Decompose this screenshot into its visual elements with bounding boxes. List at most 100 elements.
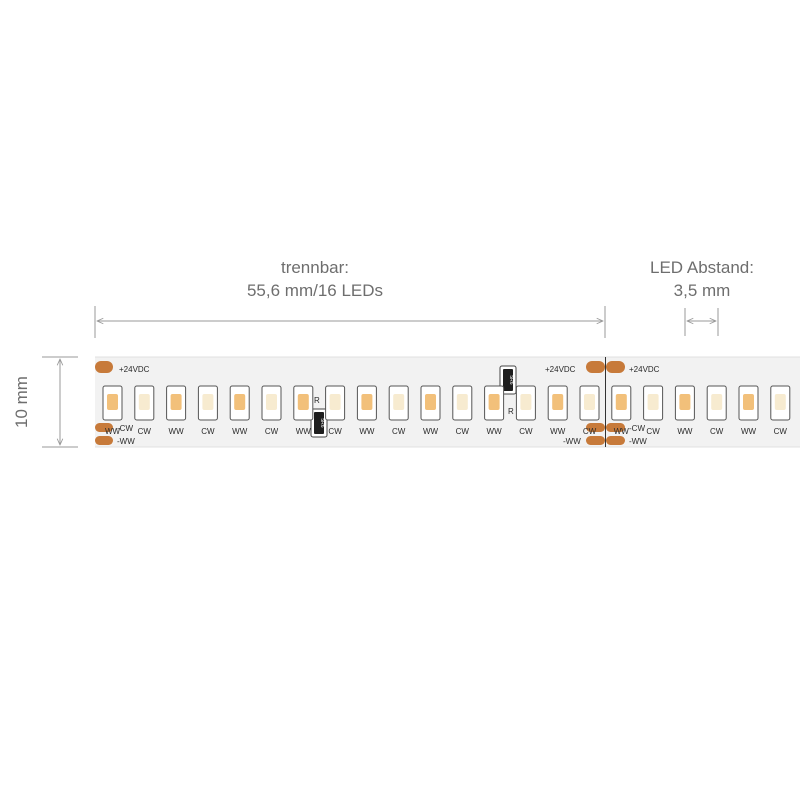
- led-label: WW: [169, 427, 185, 436]
- led-18: CW: [643, 385, 664, 436]
- led-label: CW: [456, 427, 470, 436]
- pcb-label-minus-ww-right: -WW: [629, 437, 647, 446]
- led-label: WW: [423, 427, 439, 436]
- pcb-label-plus-right: +24VDC: [629, 365, 660, 374]
- led-label: WW: [550, 427, 566, 436]
- resistor-mid-body: [503, 369, 513, 391]
- led-chip: [711, 394, 723, 410]
- pad-plus-left: [95, 361, 113, 373]
- solder-pads: [95, 361, 625, 445]
- led-label: CW: [646, 427, 660, 436]
- led-chip: [329, 394, 341, 410]
- led-16: CW: [579, 385, 600, 436]
- led-chip: [488, 394, 500, 410]
- led-label: CW: [392, 427, 406, 436]
- led-1: WW: [102, 385, 123, 436]
- cut-value: 55,6 mm/16 LEDs: [247, 281, 383, 300]
- led-label: CW: [201, 427, 215, 436]
- spacing-dimension: LED Abstand: 3,5 mm: [650, 258, 754, 336]
- resistor-mid: 5R6 R: [499, 365, 517, 416]
- led-label: CW: [138, 427, 152, 436]
- led-label: WW: [359, 427, 375, 436]
- led-12: CW: [452, 385, 473, 436]
- led-13: WW: [484, 385, 505, 436]
- height-label: 10 mm: [12, 376, 31, 428]
- led-9: WW: [356, 385, 377, 436]
- led-chip: [393, 394, 405, 410]
- led-label: CW: [265, 427, 279, 436]
- resistor-left-code: 5R6: [319, 418, 325, 427]
- led-4: CW: [197, 385, 218, 436]
- height-dimension: 10 mm: [12, 356, 78, 448]
- led-label: CW: [710, 427, 724, 436]
- pad-plus-cut-right: [606, 361, 625, 373]
- resistor-left-body: [314, 412, 324, 434]
- pad-ww-cut-left: [586, 436, 605, 445]
- resistor-mid-code: 5R6: [508, 375, 514, 384]
- led-chip: [520, 394, 532, 410]
- pad-cw-cut-right: [606, 423, 625, 432]
- led-label: WW: [105, 427, 121, 436]
- led-chip: [297, 394, 309, 410]
- led-chip: [647, 394, 659, 410]
- led-label: WW: [296, 427, 312, 436]
- led-chip: [743, 394, 754, 410]
- led-label: WW: [677, 427, 693, 436]
- led-chip: [266, 394, 277, 410]
- cut-dimension: trennbar: 55,6 mm/16 LEDs: [94, 258, 606, 338]
- pcb-label-minus-ww-mid: -WW: [563, 437, 581, 446]
- led-15: WW: [547, 385, 568, 436]
- led-chip: [107, 394, 118, 410]
- led-2: CW: [134, 385, 155, 436]
- led-label: WW: [232, 427, 248, 436]
- led-7: WW: [293, 385, 314, 436]
- led-label: WW: [487, 427, 503, 436]
- pad-ww-left: [95, 436, 113, 445]
- led-chip: [170, 394, 182, 410]
- led-chip: [202, 394, 214, 410]
- led-chip: [679, 394, 691, 410]
- led-5: WW: [229, 385, 250, 436]
- cut-label: trennbar:: [281, 258, 349, 277]
- led-label: CW: [774, 427, 788, 436]
- led-chip: [456, 394, 468, 410]
- resistor-left-label: R: [314, 396, 320, 405]
- led-11: WW: [420, 385, 441, 436]
- pad-cw-cut-left: [586, 423, 605, 432]
- led-21: WW: [738, 385, 759, 436]
- led-chip: [584, 394, 595, 410]
- led-chip: [138, 394, 150, 410]
- led-chip: [425, 394, 436, 410]
- pcb-label-plus-mid: +24VDC: [545, 365, 576, 374]
- led-19: WW: [674, 385, 695, 436]
- led-8: CW: [325, 385, 346, 436]
- pad-ww-cut-right: [606, 436, 625, 445]
- led-label: CW: [328, 427, 342, 436]
- pad-cw-left: [95, 423, 113, 432]
- led-3: WW: [166, 385, 187, 436]
- pcb-label-plus-left: +24VDC: [119, 365, 150, 374]
- spacing-value: 3,5 mm: [674, 281, 731, 300]
- led-22: CW: [770, 385, 791, 436]
- led-strip: +24VDC +24VDC +24VDC -CW -WW -WW -CW -WW…: [95, 356, 800, 448]
- led-label: WW: [741, 427, 757, 436]
- led-label: CW: [519, 427, 533, 436]
- pcb-label-minus-cw-left: -CW: [117, 424, 133, 433]
- led-17: WW: [611, 385, 632, 436]
- pcb-label-minus-cw-right: -CW: [629, 424, 645, 433]
- spacing-label: LED Abstand:: [650, 258, 754, 277]
- pad-plus-cut-left: [586, 361, 605, 373]
- led-chip: [615, 394, 627, 410]
- pcb-label-minus-ww-left: -WW: [117, 437, 135, 446]
- led-chip: [234, 394, 246, 410]
- resistor-mid-label: R: [508, 407, 514, 416]
- led-chip: [552, 394, 564, 410]
- led-chip: [774, 394, 786, 410]
- led-10: CW: [388, 385, 409, 436]
- led-14: CW: [515, 385, 536, 436]
- led-row: WW CW WW CW WW CW WW CW WW CW WW CW WW CW WW CW WW CW WW CW…: [102, 385, 791, 436]
- led-label: WW: [614, 427, 630, 436]
- led-6: CW: [261, 385, 282, 436]
- led-chip: [361, 394, 373, 410]
